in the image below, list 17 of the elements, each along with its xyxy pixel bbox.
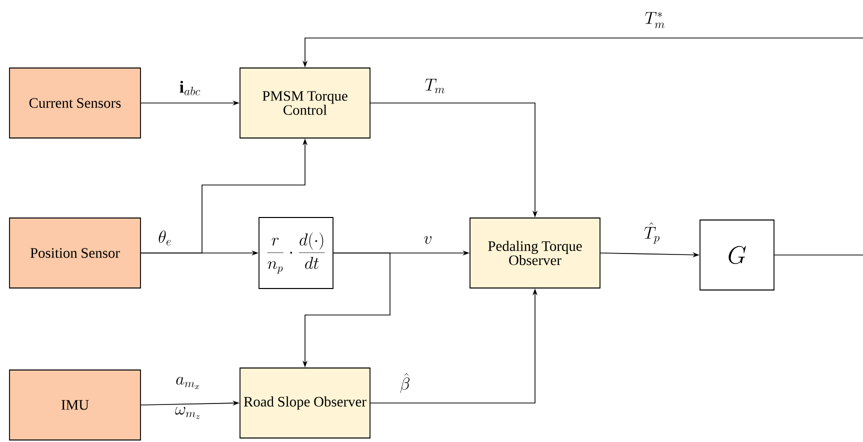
edge-label: $\hat{T}_p$ xyxy=(644,222,660,244)
gain-box: $G$ xyxy=(700,220,774,290)
edge-label: $a_{m_x}$ xyxy=(176,376,200,389)
sensor-box: IMU xyxy=(9,370,141,440)
edge-label: $\theta_e$ xyxy=(158,230,171,246)
control-box: PMSM Torque Control xyxy=(240,68,370,138)
signal-label: $\omega_{m_z}$ xyxy=(175,406,200,419)
edge-label: $v$ xyxy=(424,236,432,244)
edge-label: $\hat{\beta}$ xyxy=(400,373,410,393)
observer-box: Road Slope Observer xyxy=(240,368,370,438)
edge-label: $T_m$ xyxy=(425,78,444,94)
observer-box: Pedaling Torque Observer xyxy=(470,218,600,288)
sensor-box: Current Sensors xyxy=(9,68,141,138)
edge-label: $T_m^*$ xyxy=(645,12,664,28)
sensor-box: Position Sensor xyxy=(9,218,141,288)
transfer-function-box: $\frac{r}{n_p} \cdot \frac{d(\cdot)}{dt}$ xyxy=(258,217,334,289)
edge-label: $\mathbf{i}_{abc}$ xyxy=(180,80,200,96)
